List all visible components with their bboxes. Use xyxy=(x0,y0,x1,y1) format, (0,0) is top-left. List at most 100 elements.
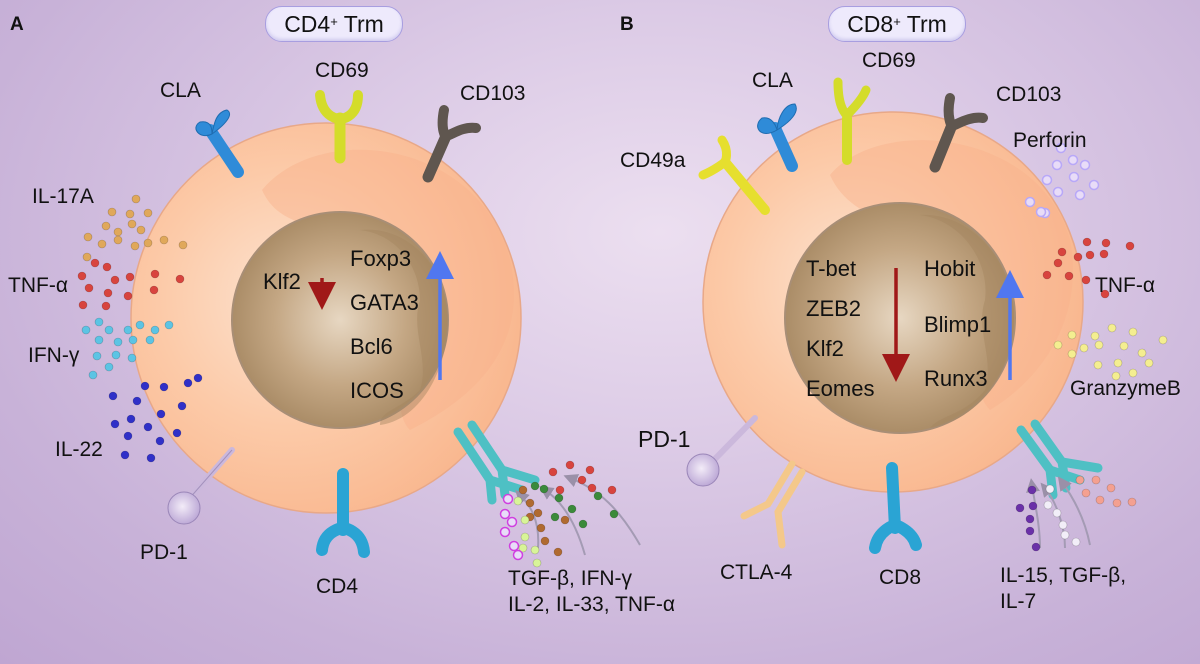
il15-particle xyxy=(1028,501,1038,511)
il33-particle xyxy=(520,515,530,525)
ifng-particle xyxy=(127,353,137,363)
il17a-particle xyxy=(131,194,141,204)
label-il17a: IL-17A xyxy=(32,185,94,208)
granzymeb-particle xyxy=(1094,340,1104,350)
nucleus-shade-b xyxy=(920,214,1014,428)
tgfb-b-particle xyxy=(1058,520,1068,530)
label-il22: IL-22 xyxy=(55,438,103,461)
il17a-particle xyxy=(143,238,153,248)
tnfa-b-particle xyxy=(1057,247,1067,257)
il17a-particle xyxy=(113,227,123,237)
tnfa-b-particle xyxy=(1101,238,1111,248)
tgfb-b-particle xyxy=(1060,530,1070,540)
il17a-particle xyxy=(178,240,188,250)
ifng-particle xyxy=(128,335,138,345)
tnfa-particle xyxy=(110,275,120,285)
perforin-particle xyxy=(1088,179,1100,191)
granzymeb-particle xyxy=(1158,335,1168,345)
tnfa-b-particle xyxy=(1082,237,1092,247)
ifng-b-particle xyxy=(593,491,603,501)
ifng-particle xyxy=(94,317,104,327)
il2-particle xyxy=(518,485,528,495)
il17a-particle xyxy=(136,225,146,235)
granzymeb-particle xyxy=(1128,327,1138,337)
label-receptor-input-b-1: IL-15, TGF-β, xyxy=(1000,564,1127,587)
label-tnfa-b: TNF-α xyxy=(1095,274,1155,297)
cd49a-receptor-b xyxy=(698,135,770,215)
il2-particle xyxy=(560,515,570,525)
cell-b xyxy=(686,77,1168,554)
il7-particle xyxy=(1112,498,1122,508)
ifng-b-particle xyxy=(550,512,560,522)
label-pd1-b: PD-1 xyxy=(638,426,691,452)
il22-particle xyxy=(159,382,169,392)
tnfa-b-particle xyxy=(1042,270,1052,280)
nucleus-a xyxy=(231,211,449,429)
tgfb-ifng-particle xyxy=(585,465,595,475)
il22-particle xyxy=(140,381,150,391)
title-base: CD4 xyxy=(284,10,331,37)
tnfa-magenta-particle xyxy=(506,516,518,528)
label-granzymeb: GranzymeB xyxy=(1070,377,1181,400)
granzymeb-particle xyxy=(1079,343,1089,353)
tgfb-b-particle xyxy=(1043,500,1053,510)
granzymeb-particle xyxy=(1119,341,1129,351)
tnfa-b-particle xyxy=(1081,275,1091,285)
perforin-particle xyxy=(1055,142,1067,154)
label-cd49a: CD49a xyxy=(620,149,686,172)
label-receptor-input-b-2: IL-7 xyxy=(1000,590,1037,613)
ifng-particle xyxy=(145,335,155,345)
granzymeb-particle xyxy=(1067,349,1077,359)
label-ctla4: CTLA-4 xyxy=(720,561,793,584)
cell-a xyxy=(77,90,641,568)
il22-particle xyxy=(126,414,136,424)
pd1-receptor-a xyxy=(167,447,235,525)
il17a-particle xyxy=(143,208,153,218)
tnfa-b-particle xyxy=(1064,271,1074,281)
perforin-particle xyxy=(1051,159,1063,171)
label-receptor-input-a-1: TGF-β, IFN-γ xyxy=(508,567,633,590)
nucleus-up-a-2: Bcl6 xyxy=(350,334,393,359)
label-cd103-b: CD103 xyxy=(996,83,1062,106)
tgfb-ifng-particle xyxy=(555,485,565,495)
label-cla-b: CLA xyxy=(752,69,793,92)
il33-particle xyxy=(520,532,530,542)
label-cd4: CD4 xyxy=(316,575,359,598)
tnfa-magenta-particle xyxy=(512,549,524,561)
tnfa-magenta-particle xyxy=(502,493,514,505)
nucleus-up-a-1: GATA3 xyxy=(350,290,419,315)
il17a-particle xyxy=(113,235,123,245)
cd103-receptor-a xyxy=(422,105,481,183)
granzymeb-particle xyxy=(1137,348,1147,358)
il7-particle xyxy=(1095,495,1105,505)
ifng-particle xyxy=(164,320,174,330)
cd69-receptor-b xyxy=(833,77,871,165)
nucleus-down-b-0: T-bet xyxy=(806,256,857,281)
label-cla-a: CLA xyxy=(160,79,201,102)
ifng-particle xyxy=(94,335,104,345)
nucleus-down-a-0: Klf2 xyxy=(263,269,301,294)
il22-particle xyxy=(132,396,142,406)
il2-particle xyxy=(553,547,563,557)
il15-particle xyxy=(1025,526,1035,536)
granzymeb-particle xyxy=(1128,368,1138,378)
tnfa-particle xyxy=(150,269,160,279)
perforin-particle xyxy=(1024,196,1036,208)
ifng-particle xyxy=(104,362,114,372)
ifng-particle xyxy=(150,325,160,335)
il17a-particle xyxy=(107,207,117,217)
tnfa-magenta-particle xyxy=(508,540,520,552)
tnfa-particle xyxy=(84,283,94,293)
tnfa-b-particle xyxy=(1085,250,1095,260)
ctla4-receptor-b xyxy=(740,460,806,549)
ifng-b-particle xyxy=(578,519,588,529)
il22-particle xyxy=(146,453,156,463)
tcr-receptor-a xyxy=(453,420,540,505)
ifng-particle xyxy=(135,320,145,330)
nucleus-up-a-3: ICOS xyxy=(350,378,404,403)
il2-particle xyxy=(533,508,543,518)
il17a-particle xyxy=(159,235,169,245)
tgfb-ifng-particle xyxy=(587,483,597,493)
cd4-receptor-a xyxy=(316,468,370,558)
